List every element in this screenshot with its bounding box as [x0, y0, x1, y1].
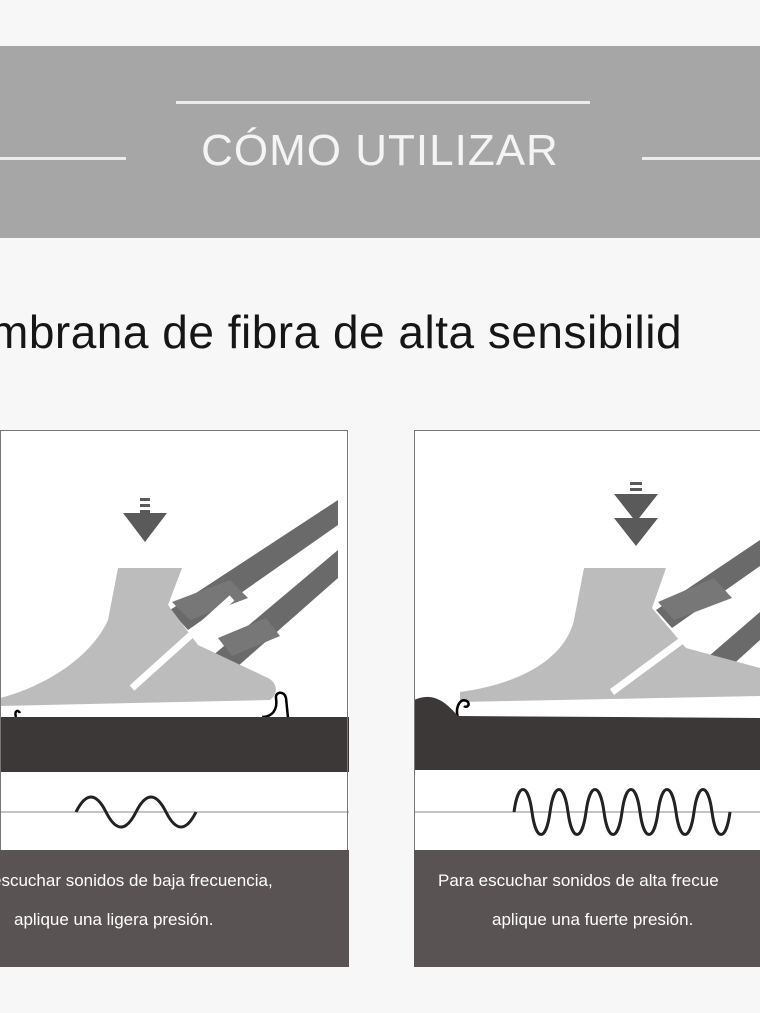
down-arrow-icon [123, 498, 167, 542]
panel-low-frequency: escuchar sonidos de baja frecuencia, apl… [0, 430, 349, 967]
header-banner: CÓMO UTILIZAR [0, 46, 760, 238]
page-title: CÓMO UTILIZAR [201, 126, 559, 175]
caption-line-1: Para escuchar sonidos de alta frecue [438, 871, 719, 890]
caption-line-2: aplique una fuerte presión. [492, 910, 694, 929]
decorative-divider-top [176, 101, 590, 104]
decorative-divider-left [0, 157, 126, 160]
caption-line-2: aplique una ligera presión. [14, 910, 214, 929]
caption-high-frequency: Para escuchar sonidos de alta frecue apl… [414, 850, 760, 967]
caption-line-1: escuchar sonidos de baja frecuencia, [0, 871, 273, 890]
double-down-arrow-icon [614, 482, 658, 546]
decorative-divider-right [642, 157, 760, 160]
caption-low-frequency: escuchar sonidos de baja frecuencia, apl… [0, 850, 349, 967]
section-subtitle: mbrana de fibra de alta sensibilid [0, 306, 683, 358]
panel-high-frequency: Para escuchar sonidos de alta frecue apl… [414, 430, 760, 967]
